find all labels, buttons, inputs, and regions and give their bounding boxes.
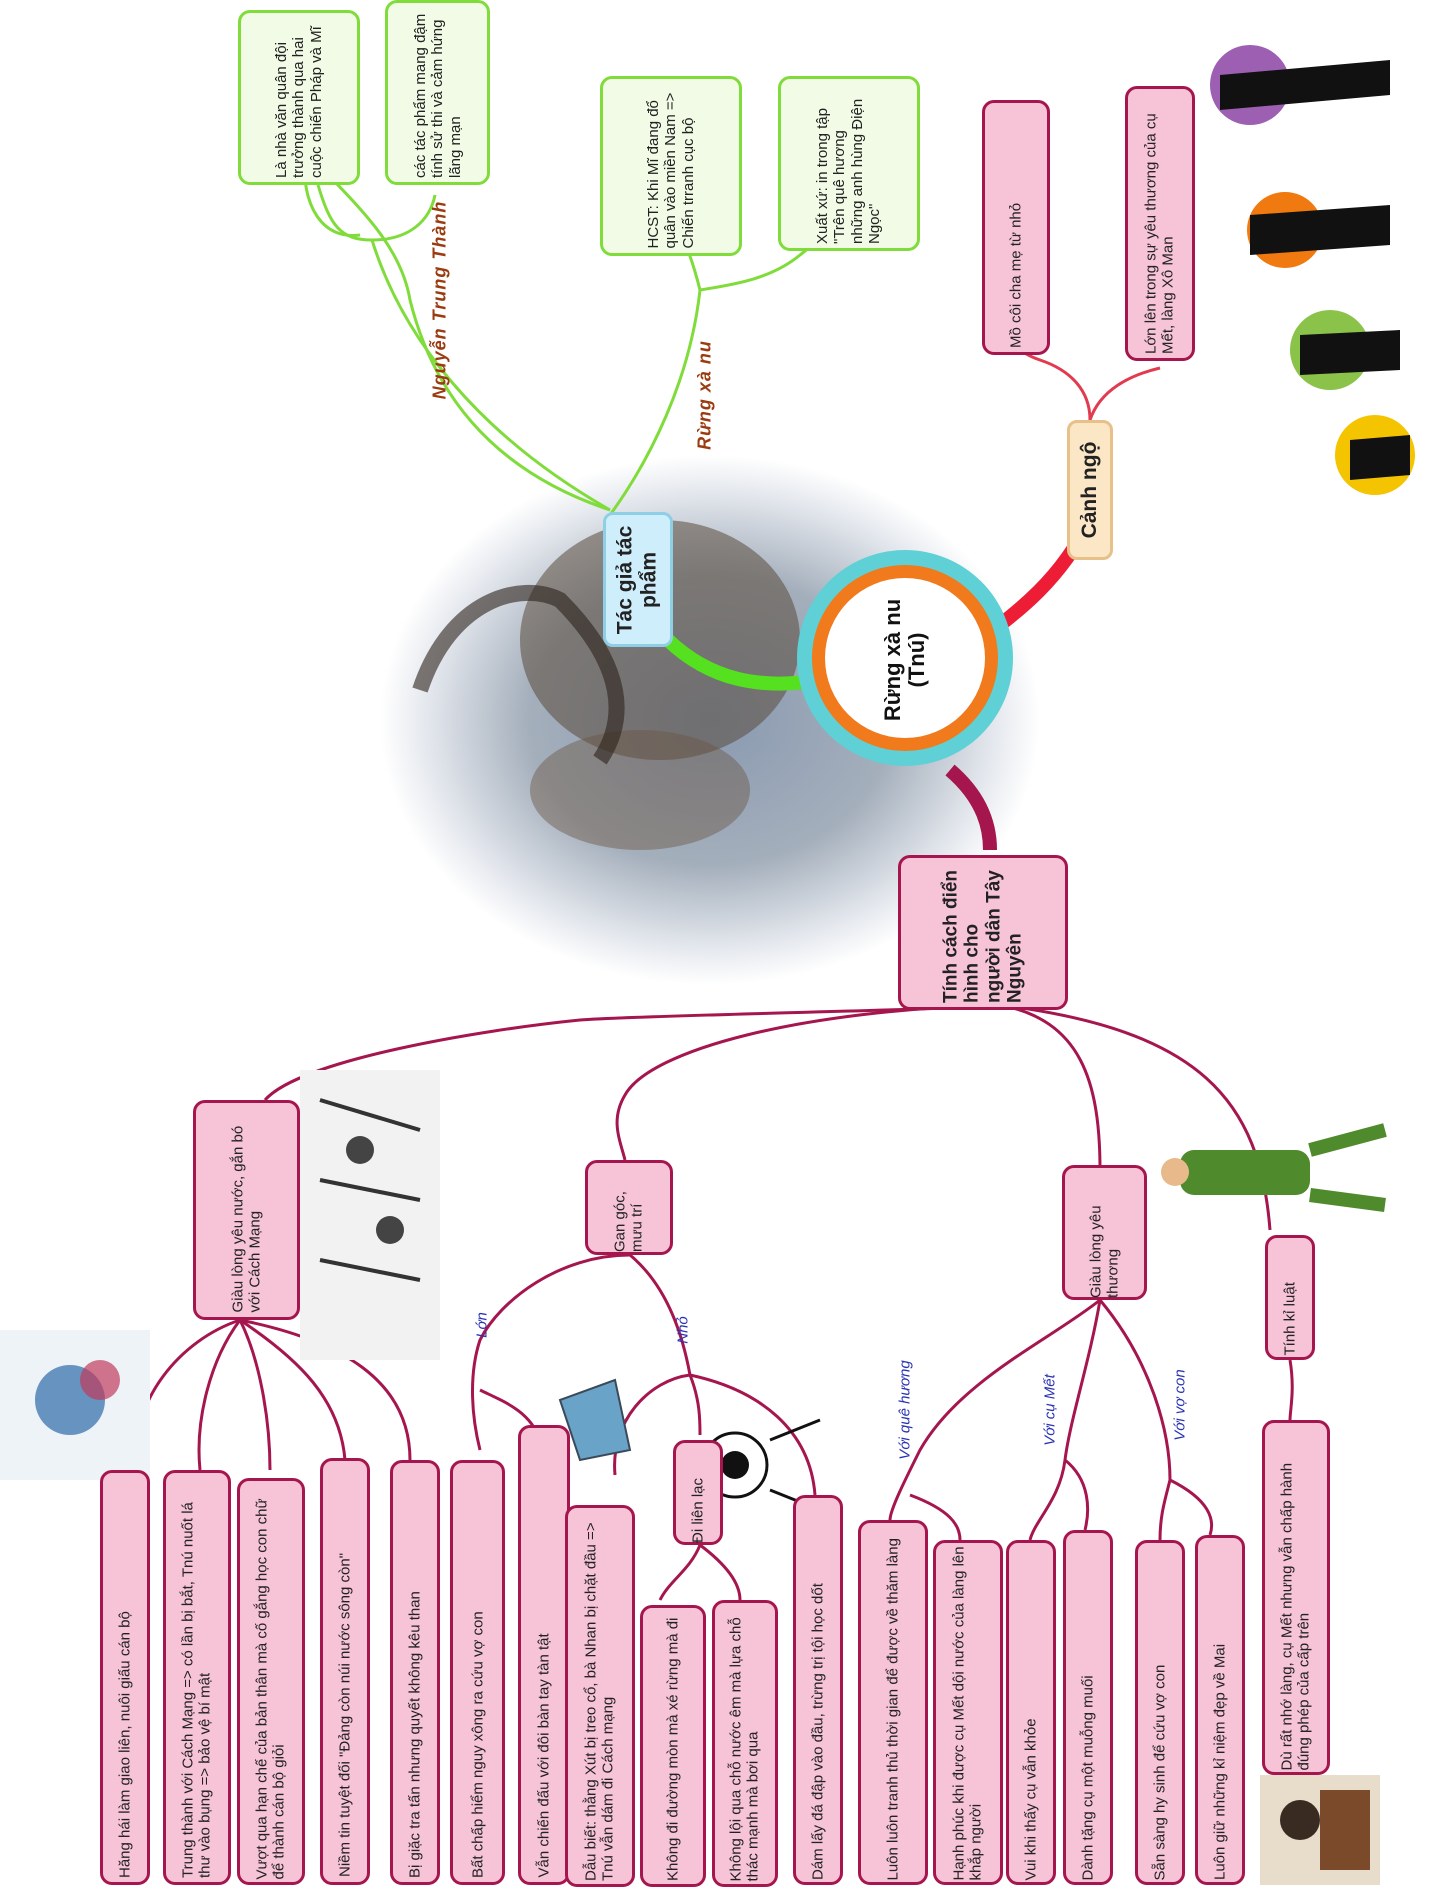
gan-goc-lon-item-1-text: Bất chấp hiểm nguy xông ra cứu vợ con: [468, 1610, 486, 1878]
branch-tac-gia-label: Tác giả tác phẩm: [613, 525, 661, 634]
center-title-line1: Rừng xà nu: [879, 598, 905, 722]
que-item-2-text: Hạnh phúc khi được cụ Mết dội nước của l…: [950, 1545, 985, 1880]
yeu-nuoc-item-4-text: Niềm tin tuyệt đối "Đảng còn núi nước sô…: [336, 1552, 354, 1877]
vocon-item-1[interactable]: Sẵn sàng hy sinh để cứu vợ con: [1135, 1540, 1185, 1885]
gan-goc-nho-item-2[interactable]: Dám lấy đá đập vào đầu, trừng trị tội họ…: [793, 1495, 843, 1885]
woman-illustration: [1260, 1775, 1380, 1885]
yeu-thuong-sub-cumet: Với cụ Mết: [1041, 1374, 1059, 1446]
warrior-illustration: [0, 1330, 150, 1480]
di-lien-lac-node[interactable]: Đi liên lạc: [673, 1440, 723, 1545]
canh-ngo-item-1-text: Mồ côi cha mẹ từ nhỏ: [1007, 202, 1025, 348]
gan-goc-node[interactable]: Gan góc, mưu trí: [585, 1160, 673, 1255]
yeu-nuoc-item-1-text: Hăng hái làm giao liên, nuôi giấu cán bộ: [116, 1610, 134, 1878]
yeu-nuoc-item-1[interactable]: Hăng hái làm giao liên, nuôi giấu cán bộ: [100, 1470, 150, 1885]
yeu-nuoc-node[interactable]: Giàu lòng yêu nước, gắn bó với Cách Mạng: [193, 1100, 300, 1320]
author-item-1-text: Là nhà văn quân đội trưởng thành qua hai…: [272, 25, 325, 178]
yeu-nuoc-label: Giàu lòng yêu nước, gắn bó với Cách Mạng: [229, 1125, 264, 1313]
villagers-sketch-illustration: [300, 1070, 440, 1360]
gan-goc-nho-item-2-text: Dám lấy đá đập vào đầu, trừng trị tội họ…: [809, 1583, 827, 1880]
work-item-2[interactable]: Xuất xứ: in trong tập "Trên quê hương nh…: [778, 76, 920, 251]
cumet-item-1[interactable]: Vui khi thấy cụ vẫn khỏe: [1006, 1540, 1056, 1885]
work-item-1[interactable]: HCST: Khi Mĩ đang đổ quân vào miền Nam =…: [600, 76, 742, 256]
center-topic[interactable]: Rừng xà nu (Tnú): [879, 598, 929, 722]
author-item-2[interactable]: các tác phẩm mang đậm tính sử thi và cảm…: [385, 0, 490, 185]
yeu-nuoc-item-3[interactable]: Vượt qua hạn chế của bản thân mà cố gắng…: [237, 1478, 305, 1885]
canh-ngo-item-1[interactable]: Mồ côi cha mẹ từ nhỏ: [982, 100, 1050, 355]
que-item-1-text: Luôn luôn tranh thủ thời gian để được về…: [884, 1537, 902, 1880]
yeu-nuoc-item-2-text: Trung thành với Cách Mạng => có lần bị b…: [179, 1501, 214, 1878]
di-lien-lac-item-2[interactable]: Không lội qua chỗ nước êm mà lựa chỗ thá…: [712, 1600, 778, 1887]
yeu-thuong-label: Giàu lòng yêu thương: [1087, 1204, 1122, 1298]
author-item-2-text: các tác phẩm mang đậm tính sử thi và cảm…: [411, 13, 464, 178]
gan-goc-sub-nho: Nhỏ: [674, 1316, 692, 1344]
work-item-1-text: HCST: Khi Mĩ đang đổ quân vào miền Nam =…: [644, 92, 697, 249]
di-lien-lac-item-1[interactable]: Không đi đường mòn mà xé rừng mà đi: [640, 1605, 706, 1887]
yeu-nuoc-item-2[interactable]: Trung thành với Cách Mạng => có lần bị b…: [163, 1470, 231, 1885]
author-label: Nguyễn Trung Thành: [429, 200, 450, 400]
gan-goc-lon-item-2-text: Vẫn chiến đấu với đôi bàn tay tàn tật: [535, 1633, 553, 1878]
branch-canh-ngo[interactable]: Cảnh ngộ: [1067, 420, 1113, 560]
yeu-thuong-node[interactable]: Giàu lòng yêu thương: [1062, 1165, 1147, 1300]
vocon-item-2-text: Luôn giữ những kỉ niệm đẹp về Mai: [1211, 1643, 1229, 1880]
vocon-item-1-text: Sẵn sàng hy sinh để cứu vợ con: [1151, 1664, 1169, 1880]
di-lien-lac-item-2-text: Không lội qua chỗ nước êm mà lựa chỗ thá…: [727, 1616, 762, 1881]
gan-goc-nho-item-1-text: Dẫu biết: thằng Xút bị treo cổ, bà Nhan …: [582, 1522, 617, 1881]
branch-canh-ngo-label: Cảnh ngộ: [1077, 441, 1101, 539]
branch-tac-gia[interactable]: Tác giả tác phẩm: [603, 512, 673, 647]
gan-goc-lon-item-2[interactable]: Vẫn chiến đấu với đôi bàn tay tàn tật: [518, 1425, 570, 1885]
ki-luat-item-1[interactable]: Dù rất nhớ làng, cụ Mết nhưng vẫn chấp h…: [1262, 1420, 1330, 1775]
que-item-2[interactable]: Hạnh phúc khi được cụ Mết dội nước của l…: [933, 1540, 1003, 1885]
canh-ngo-item-2[interactable]: Lớn lên trong sự yêu thương của cụ Mết, …: [1125, 86, 1195, 361]
yeu-thuong-sub-vocon: Với vợ con: [1171, 1369, 1189, 1441]
di-lien-lac-item-1-text: Không đi đường mòn mà xé rừng mà đi: [664, 1617, 682, 1881]
ki-luat-node[interactable]: Tính kỉ luật: [1265, 1235, 1315, 1360]
cumet-item-2-text: Dành tặng cụ một muỗng muối: [1079, 1674, 1097, 1880]
life-stages-silhouettes: [1210, 45, 1415, 495]
rock-illustration: [558, 1378, 632, 1462]
yeu-nuoc-item-4[interactable]: Niềm tin tuyệt đối "Đảng còn núi nước sô…: [320, 1458, 370, 1885]
cumet-item-1-text: Vui khi thấy cụ vẫn khỏe: [1022, 1717, 1040, 1880]
work-label: Rừng xà nu: [694, 340, 715, 450]
yeu-nuoc-item-5-text: Bị giặc tra tấn nhưng quyết không kêu th…: [406, 1590, 424, 1878]
center-flower: [797, 550, 1013, 766]
gan-goc-nho-item-1[interactable]: Dẫu biết: thằng Xút bị treo cổ, bà Nhan …: [565, 1505, 635, 1887]
que-item-1[interactable]: Luôn luôn tranh thủ thời gian để được về…: [858, 1520, 928, 1885]
yeu-thuong-sub-que: Với quê hương: [896, 1360, 914, 1460]
branch-tinh-cach[interactable]: Tính cách điển hình cho người dân Tây Ng…: [898, 855, 1068, 1010]
ki-luat-label: Tính kỉ luật: [1281, 1281, 1299, 1355]
gan-goc-lon-item-1[interactable]: Bất chấp hiểm nguy xông ra cứu vợ con: [450, 1460, 505, 1885]
gan-goc-sub-lon: Lớn: [473, 1312, 491, 1338]
canh-ngo-item-2-text: Lớn lên trong sự yêu thương của cụ Mết, …: [1142, 112, 1177, 354]
vocon-item-2[interactable]: Luôn giữ những kỉ niệm đẹp về Mai: [1195, 1535, 1245, 1885]
di-lien-lac-label: Đi liên lạc: [689, 1477, 707, 1543]
cumet-item-2[interactable]: Dành tặng cụ một muỗng muối: [1063, 1530, 1113, 1885]
yeu-nuoc-item-5[interactable]: Bị giặc tra tấn nhưng quyết không kêu th…: [390, 1460, 440, 1885]
gan-goc-label: Gan góc, mưu trí: [611, 1190, 646, 1252]
yeu-nuoc-item-3-text: Vượt qua hạn chế của bản thân mà cố gắng…: [253, 1497, 288, 1879]
branch-tinh-cach-label: Tính cách điển hình cho người dân Tây Ng…: [940, 869, 1026, 1003]
ki-luat-item-1-text: Dù rất nhớ làng, cụ Mết nhưng vẫn chấp h…: [1278, 1462, 1313, 1770]
soldier-illustration: [1161, 1123, 1387, 1212]
work-item-2-text: Xuất xứ: in trong tập "Trên quê hương nh…: [814, 98, 884, 244]
author-item-1[interactable]: Là nhà văn quân đội trưởng thành qua hai…: [238, 10, 360, 185]
center-title-line2: (Tnú): [904, 632, 929, 688]
